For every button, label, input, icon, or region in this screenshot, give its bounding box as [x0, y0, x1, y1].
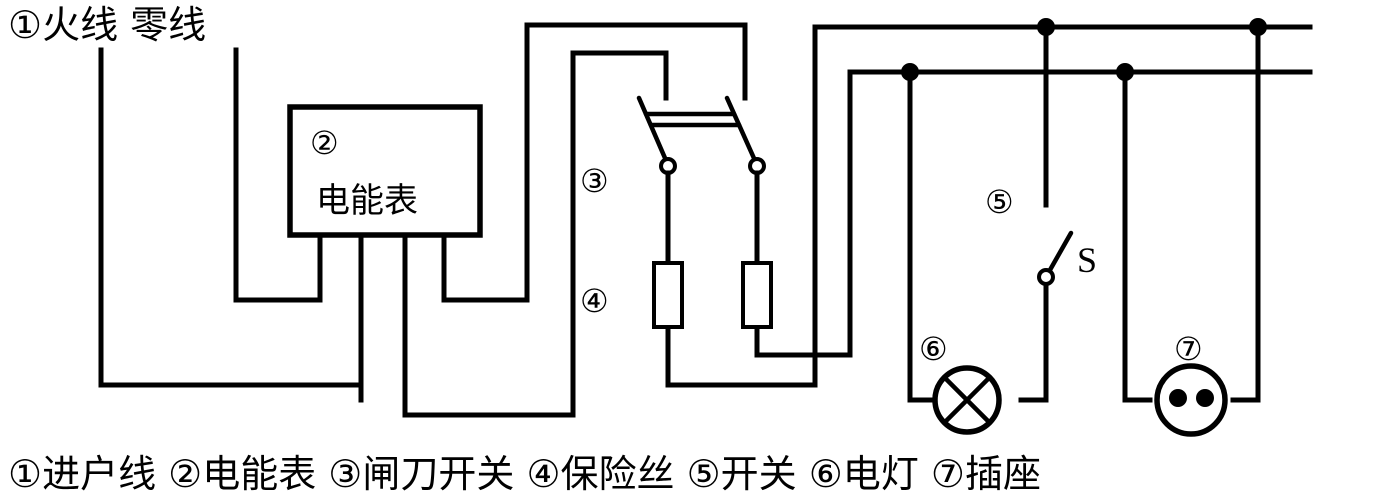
distribution-feed-wires [665, 24, 853, 388]
fuse-marker: ④ [580, 283, 609, 319]
knife-switch-feed-inner [570, 50, 669, 101]
incoming-supply-wires [98, 47, 363, 388]
lamp-branch: ⑤ S ⑥ [907, 24, 1097, 435]
lamp-marker: ⑥ [919, 331, 948, 367]
neutral-wire-path [233, 47, 323, 303]
feed-to-lower-bus [754, 69, 853, 358]
meter-marker: ② [310, 125, 339, 161]
fuse-right-body [741, 261, 773, 329]
knife-switch[interactable]: ③ [524, 22, 766, 263]
meter-label: 电能表 [316, 181, 418, 221]
socket-right-leg [1230, 24, 1261, 403]
junction-dot-group [901, 18, 1267, 81]
switch-pivot [1037, 268, 1055, 286]
fuse-group: ④ [580, 257, 773, 388]
socket-branch: ⑦ [1122, 24, 1261, 437]
switch-lower-lead [1018, 282, 1049, 403]
socket-body [1154, 363, 1228, 437]
socket-left-leg [1122, 69, 1153, 403]
electric-meter: ② 电能表 [287, 22, 576, 418]
caption-text: ①进户线 ②电能表 ③闸刀开关 ④保险丝 ⑤开关 ⑥电灯 ⑦插座 [8, 452, 1041, 496]
socket-hole-right [1196, 389, 1214, 407]
junction-dot-socket-live [1249, 18, 1267, 36]
knife-switch-marker: ③ [580, 163, 609, 199]
knife-blade-right [724, 95, 760, 168]
socket-marker: ⑦ [1174, 331, 1203, 367]
switch-marker: ⑤ [985, 184, 1014, 220]
top-label-text: ①火线 零线 [8, 3, 206, 47]
junction-dot-lamp-live [1037, 18, 1055, 36]
caption-group: ①进户线 ②电能表 ③闸刀开关 ④保险丝 ⑤开关 ⑥电灯 ⑦插座 [8, 452, 1041, 496]
switch-letter-s: S [1077, 240, 1097, 280]
meter-out-left-path [441, 22, 530, 303]
junction-dot-socket-neutral [1116, 63, 1134, 81]
junction-dot-lamp-neutral [901, 63, 919, 81]
bus-bars [812, 24, 1313, 75]
knife-switch-feed-outer [524, 22, 748, 101]
fuse-left-body [652, 261, 684, 329]
socket-hole-left [1169, 389, 1187, 407]
top-label-group: ①火线 零线 [8, 3, 206, 47]
lamp-left-leg [907, 69, 938, 403]
meter-out-right-path [402, 50, 576, 418]
meter-body [287, 104, 483, 238]
lamp-cross-2 [942, 375, 992, 425]
feed-to-upper-bus [665, 24, 818, 388]
live-wire-path [98, 47, 363, 388]
knife-blade-left [636, 95, 671, 168]
